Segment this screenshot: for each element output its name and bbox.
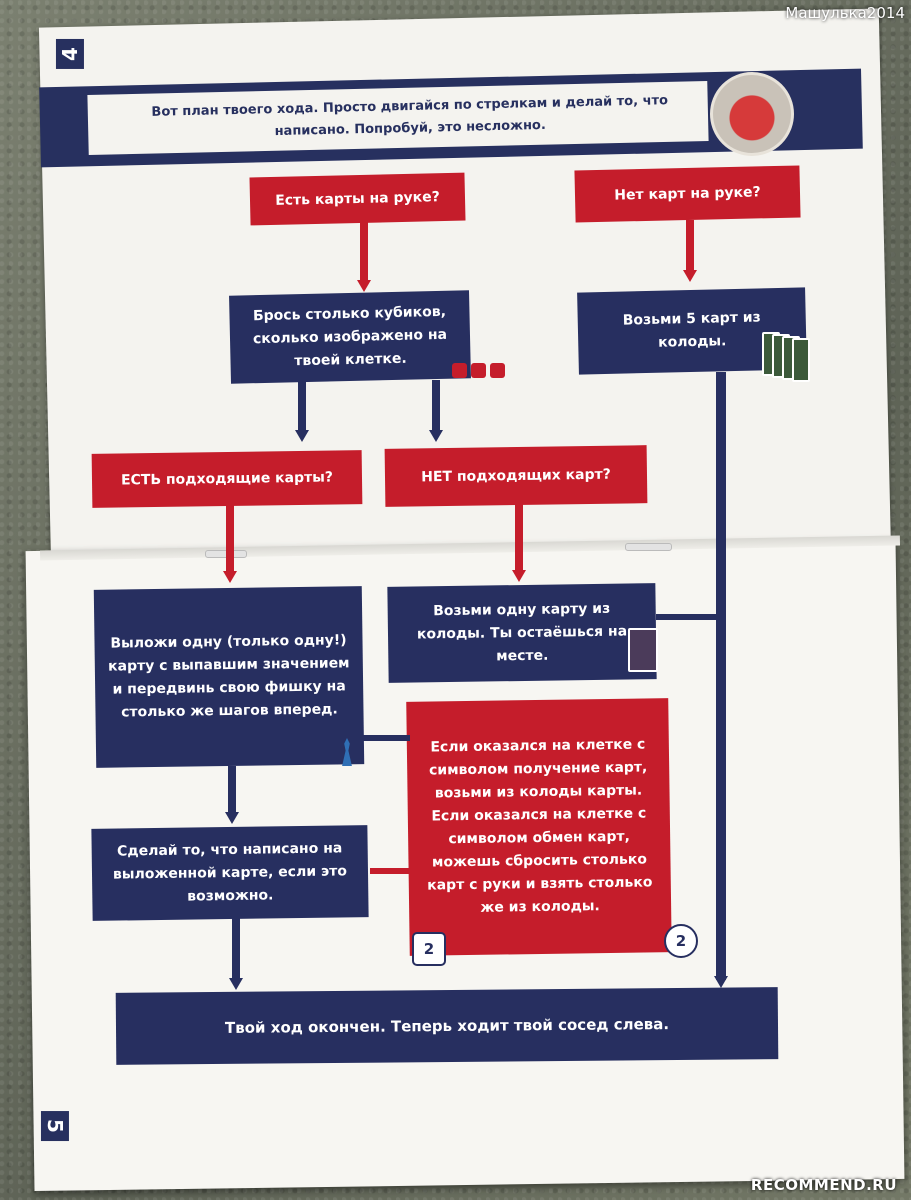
arrow-tip — [683, 270, 697, 282]
swap-cards-symbol-icon: 2 — [664, 924, 698, 958]
dice-icon — [490, 363, 505, 378]
dice-icon — [471, 363, 486, 378]
arrow-no-to-take — [686, 220, 694, 272]
arrow-tip — [714, 976, 728, 988]
arrow-do-card-to-end — [232, 918, 240, 980]
arrow-tip — [295, 430, 309, 442]
box-no-match: НЕТ подходящих карт? — [384, 445, 648, 507]
arrow-tip — [357, 280, 371, 292]
box-take-one-card: Возьми одну карту из колоды. Ты остаёшьс… — [387, 583, 657, 683]
card-stack-icon — [762, 332, 810, 382]
box-end-turn: Твой ход окончен. Теперь ходит твой сосе… — [115, 987, 779, 1065]
box-has-match: ЕСТЬ подходящие карты? — [91, 450, 363, 508]
arrow-special-to-do-card — [370, 868, 410, 874]
arrow-no-match-to-take — [515, 504, 523, 572]
arrow-tip — [429, 430, 443, 442]
card-icon — [628, 628, 658, 672]
arrow-tip — [512, 570, 526, 582]
page-number-top: 4 — [55, 39, 84, 69]
page-number-bottom: 5 — [40, 1111, 69, 1141]
box-roll-dice: Брось столько кубиков, сколько изображен… — [229, 290, 471, 384]
box-play-one-card: Выложи одну (только одну!) карту с выпав… — [93, 586, 365, 768]
box-has-cards: Есть карты на руке? — [249, 172, 466, 226]
arrow-take-one-to-line — [656, 614, 718, 620]
watermark-site: RECOMMEND.RU — [750, 1176, 897, 1194]
box-no-cards: Нет карт на руке? — [574, 165, 801, 223]
arrow-has-match-to-play — [226, 505, 234, 573]
arrow-roll-to-has-match — [298, 380, 306, 432]
arrow-play-to-special — [362, 735, 410, 741]
watermark-author: Машулька2014 — [785, 4, 905, 22]
card-icon — [792, 338, 810, 382]
dice-icon — [452, 363, 467, 378]
monster-avatar — [710, 72, 794, 156]
arrow-has-to-roll — [360, 222, 368, 282]
box-do-card: Сделай то, что написано на выложенной ка… — [91, 825, 369, 921]
arrow-take-five-to-end — [716, 372, 726, 980]
arrow-tip — [223, 571, 237, 583]
arrow-roll-to-no-match — [432, 380, 440, 432]
arrow-play-to-do-card — [228, 766, 236, 814]
arrow-tip — [225, 812, 239, 824]
staple — [625, 543, 672, 551]
take-cards-symbol-icon: 2 — [412, 932, 446, 966]
box-special-cell: Если оказался на клетке с символом получ… — [406, 698, 672, 956]
arrow-tip — [229, 978, 243, 990]
pawn-icon — [342, 738, 352, 766]
